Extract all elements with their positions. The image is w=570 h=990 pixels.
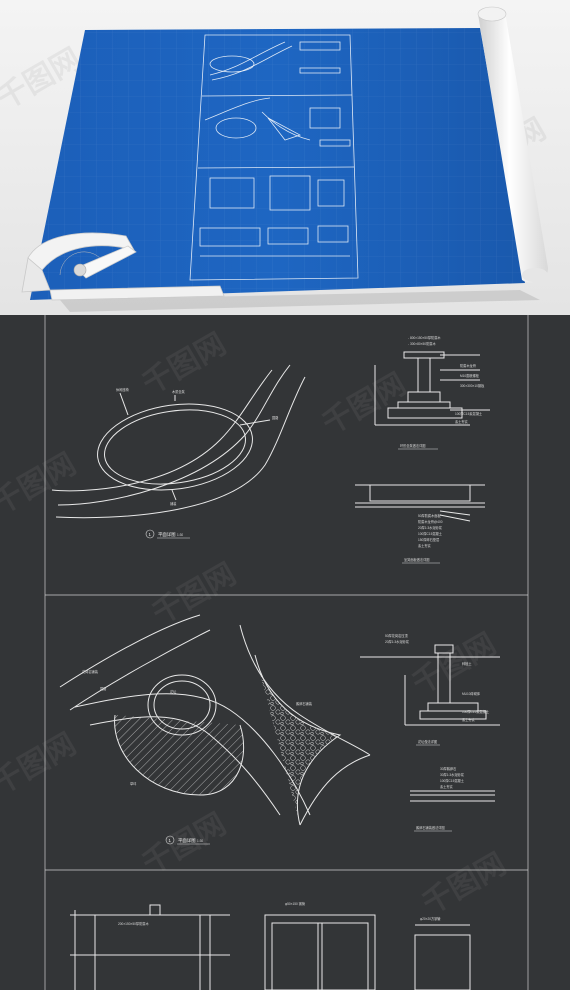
svg-text:千图网: 千图网	[0, 447, 82, 522]
svg-text:30厚1:3水泥砂浆: 30厚1:3水泥砂浆	[440, 772, 465, 777]
svg-text:M10膨胀螺栓: M10膨胀螺栓	[460, 373, 480, 378]
svg-text:MU10砖砌体: MU10砖砌体	[462, 691, 481, 696]
section-b-title: 坐凳面板做法详图	[404, 557, 430, 562]
svg-text:花岗岩铺装: 花岗岩铺装	[82, 669, 99, 674]
svg-text:休闲座椅: 休闲座椅	[116, 387, 130, 392]
panel-3-partial	[70, 904, 471, 990]
svg-text:30厚鹅卵石: 30厚鹅卵石	[440, 766, 456, 771]
svg-text:20厚1:3水泥砂浆: 20厚1:3水泥砂浆	[418, 525, 443, 530]
cad-drawing: 千图网 千图网 千图网 千图网 千图网 千图网 千图网 千图网	[0, 315, 570, 990]
svg-text:200×150×50厚防腐木: 200×150×50厚防腐木	[118, 921, 149, 926]
plan-scale-2: 1:30	[197, 839, 203, 843]
svg-text:园路: 园路	[100, 686, 107, 691]
svg-text:300×300×10钢板: 300×300×10钢板	[460, 383, 485, 388]
svg-text:素土夯实: 素土夯实	[455, 419, 468, 424]
svg-text:种植土: 种植土	[462, 661, 472, 666]
plan-scale-1: 1:30	[177, 533, 183, 537]
svg-text:50厚防腐木面板: 50厚防腐木面板	[418, 513, 441, 518]
section-d-pebble	[410, 790, 495, 802]
section-a-title: 环形坐凳做法详图	[400, 443, 426, 448]
svg-text:千图网: 千图网	[407, 627, 502, 702]
svg-text:100厚C15混凝土: 100厚C15混凝土	[440, 778, 465, 783]
svg-text:φ20×20方钢管: φ20×20方钢管	[420, 916, 441, 921]
section-c-planter	[360, 644, 500, 726]
svg-text:木质坐凳: 木质坐凳	[172, 389, 186, 394]
svg-text:防腐木龙骨: 防腐木龙骨	[460, 363, 476, 368]
section-a-bench	[374, 351, 490, 426]
svg-text:- 300×80×50防腐木: - 300×80×50防腐木	[408, 341, 436, 346]
svg-text:千图网: 千图网	[147, 557, 242, 632]
blueprint-mockup: 千图网 千图网 千图网	[0, 0, 570, 315]
svg-text:素土夯实: 素土夯实	[418, 543, 431, 548]
svg-text:草坪: 草坪	[130, 781, 137, 786]
svg-text:千图网: 千图网	[417, 847, 512, 922]
watermark-bottom: 千图网 千图网 千图网 千图网 千图网 千图网 千图网 千图网	[0, 327, 512, 922]
svg-text:千图网: 千图网	[0, 727, 82, 802]
svg-text:- 800×150×50厚防腐木: - 800×150×50厚防腐木	[408, 335, 441, 340]
detail-number-1: 1	[149, 532, 152, 537]
svg-text:20厚1:3水泥砂浆: 20厚1:3水泥砂浆	[385, 639, 410, 644]
svg-text:素土夯实: 素土夯实	[440, 784, 453, 789]
detail-number-2: 1	[169, 838, 172, 843]
svg-text:防腐木龙骨@400: 防腐木龙骨@400	[418, 519, 443, 524]
paper-roll	[478, 7, 548, 283]
svg-text:素土夯实: 素土夯实	[462, 717, 475, 722]
svg-text:50厚花岗岩压顶: 50厚花岗岩压顶	[385, 633, 408, 638]
svg-text:100厚C15素混凝土: 100厚C15素混凝土	[455, 411, 483, 416]
svg-text:铺装: 铺装	[170, 501, 177, 506]
svg-text:花坛: 花坛	[170, 689, 177, 694]
section-b-panel	[355, 484, 485, 522]
svg-text:鹅卵石铺装: 鹅卵石铺装	[296, 701, 313, 706]
svg-text:φ50×150 钢管: φ50×150 钢管	[285, 901, 305, 906]
protractor	[21, 232, 225, 301]
section-d-title: 鹅卵石铺装做法详图	[416, 825, 445, 830]
section-c-title: 花坛做法详图	[418, 739, 437, 744]
svg-text:100厚C15混凝土: 100厚C15混凝土	[418, 531, 443, 536]
svg-text:园路: 园路	[272, 415, 279, 420]
plan-title-1: 平面详图	[158, 531, 176, 538]
plan-detail-2	[59, 614, 371, 826]
svg-text:100厚C15素混凝土: 100厚C15素混凝土	[462, 709, 490, 714]
plan-detail-1	[51, 364, 306, 519]
plan-title-2: 平面详图	[178, 837, 196, 844]
svg-text:150厚碎石垫层: 150厚碎石垫层	[418, 537, 439, 542]
